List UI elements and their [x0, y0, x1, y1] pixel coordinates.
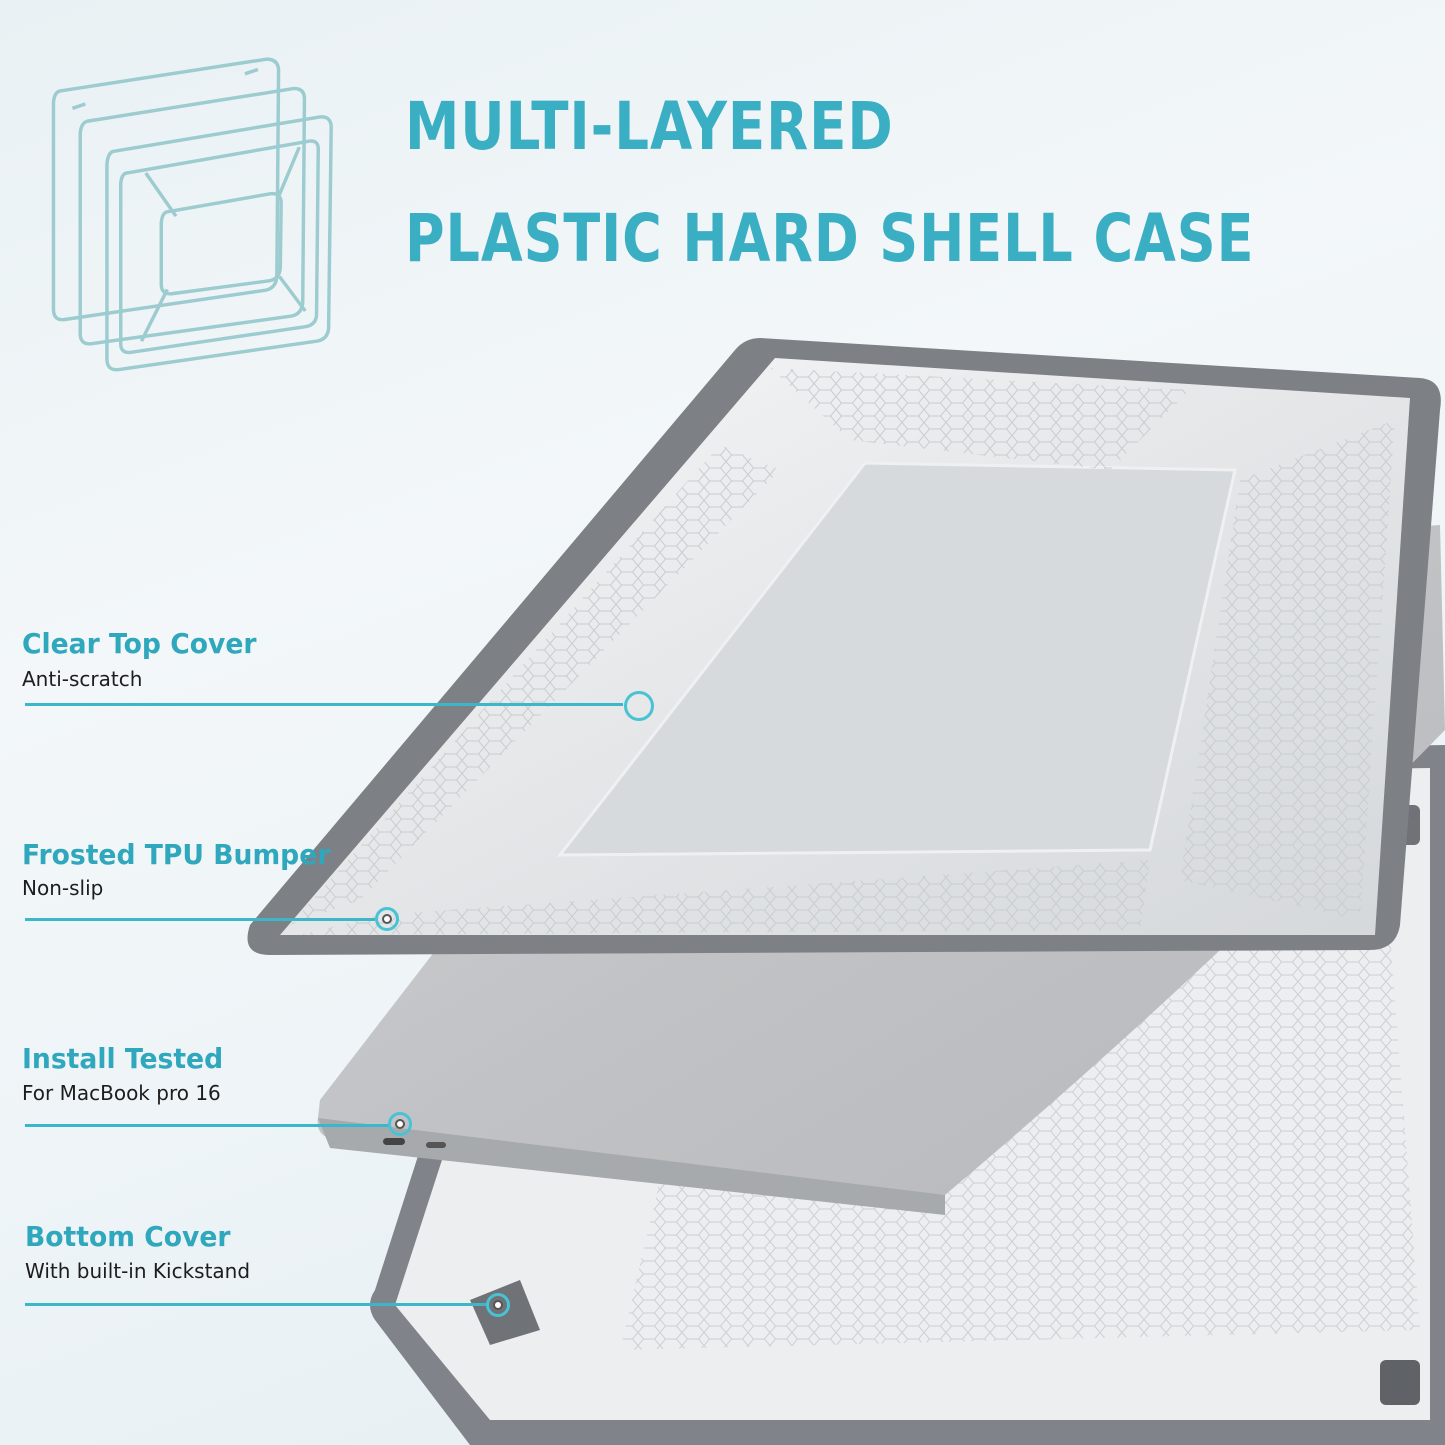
feature-title: Clear Top Cover [22, 627, 257, 660]
callout-line [25, 1124, 390, 1127]
callout-marker-icon [486, 1293, 510, 1317]
headline-line-2: PLASTIC HARD SHELL CASE [405, 200, 1255, 277]
feature-subtitle: For MacBook pro 16 [22, 1081, 221, 1105]
callout-line [25, 703, 623, 706]
callout-marker-icon [375, 907, 399, 931]
callout-line [25, 1303, 487, 1306]
feature-subtitle: Anti-scratch [22, 667, 143, 691]
feature-title: Frosted TPU Bumper [22, 838, 331, 871]
callout-marker-icon [388, 1112, 412, 1136]
layered-case-outline-icon [51, 57, 333, 372]
feature-title: Bottom Cover [25, 1220, 231, 1253]
callout-line [25, 918, 375, 921]
feature-title: Install Tested [22, 1042, 224, 1075]
feature-subtitle: Non-slip [22, 876, 104, 900]
headline-line-1: MULTI-LAYERED [405, 88, 894, 165]
callout-marker-icon [624, 691, 654, 721]
top-cover [247, 338, 1441, 955]
feature-subtitle: With built-in Kickstand [25, 1259, 251, 1283]
